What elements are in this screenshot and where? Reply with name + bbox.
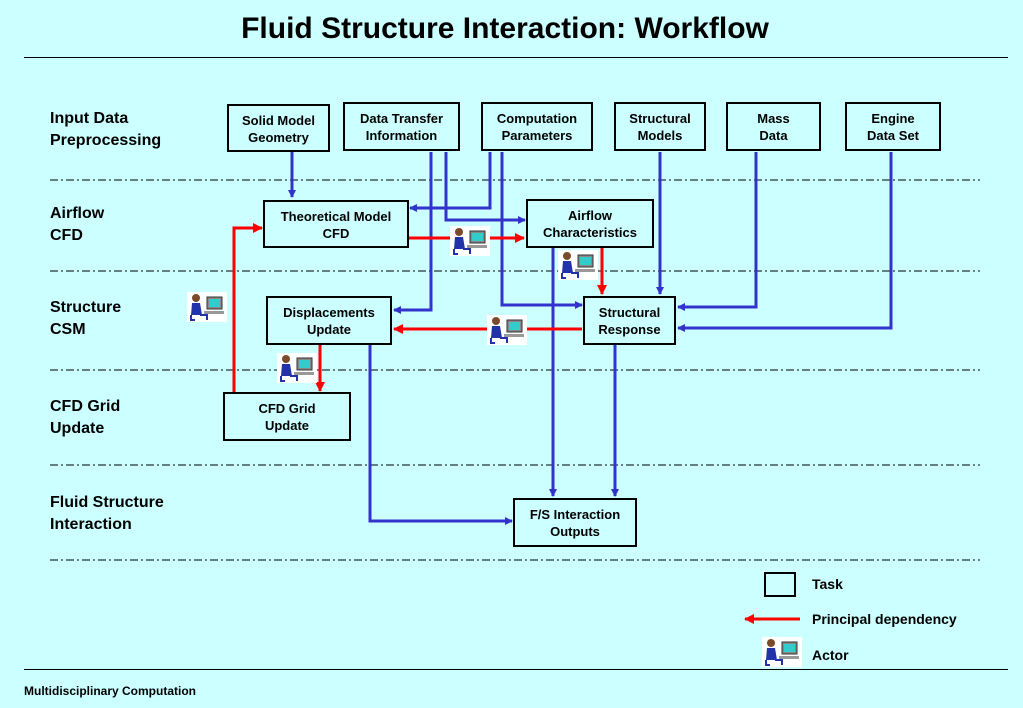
task-theoretical-model-cfd: Theoretical Model CFD [263,200,409,248]
dep-computation-to-response [500,152,583,309]
legend-actor-label: Actor [812,647,849,663]
dep-mass-to-response [677,152,758,311]
actor-icon [187,292,227,322]
lane-grid-label: CFD Grid Update [50,398,121,437]
legend-task-swatch [764,572,796,597]
dep-transfer-to-displacements [393,152,433,314]
task-airflow-characteristics: Airflow Characteristics [526,199,654,248]
footer-divider [24,669,1008,670]
actor-icon [450,226,490,256]
lane-separators [50,179,980,561]
dep-displacements-to-outputs [368,345,513,525]
task-solid-model-geometry: Solid Model Geometry [227,104,330,152]
dep-engine-to-response [677,152,893,332]
task-structural-response: Structural Response [583,296,676,345]
lane-airflow-label: Airflow CFD [50,205,105,244]
task-cfd-grid-update: CFD Grid Update [223,392,351,441]
lane-structure-label: Structure CSM [50,299,122,338]
legend-principal-label: Principal dependency [812,611,957,627]
task-data-transfer-information: Data Transfer Information [343,102,460,151]
dep-transfer-to-airflow [444,152,526,224]
task-mass-data: Mass Data [726,102,821,151]
actor-icon [277,353,317,383]
task-fs-interaction-outputs: F/S Interaction Outputs [513,498,637,547]
lane-fsi-label: Fluid Structure Interaction [50,494,164,533]
lane-input-label: Input Data Preprocessing [50,110,162,149]
actor-icon [558,250,598,280]
task-structural-models: Structural Models [614,102,706,151]
dep-computation-to-theory [409,152,492,212]
task-computation-parameters: Computation Parameters [481,102,593,151]
footer-text: Multidisciplinary Computation [24,684,197,698]
actor-icon [487,315,527,345]
task-engine-data-set: Engine Data Set [845,102,941,151]
title-divider [24,57,1008,58]
legend-actor-icon [762,637,802,667]
task-displacements-update: Displacements Update [266,296,392,345]
legend-task-label: Task [812,576,843,592]
principal-grid-to-theory [232,223,263,393]
page-title: Fluid Structure Interaction: Workflow [241,12,769,45]
